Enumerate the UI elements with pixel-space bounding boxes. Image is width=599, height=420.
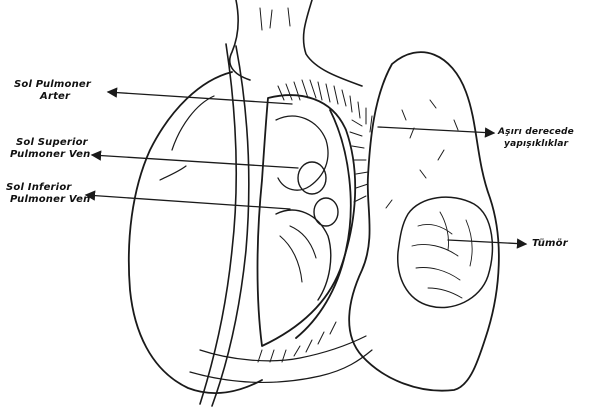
- label-left-pulmonary-artery: Sol Pulmoner Arter: [14, 79, 91, 103]
- arrow-left-superior-pulmonary-vein: [92, 155, 298, 168]
- arrow-left-pulmonary-artery: [108, 92, 292, 104]
- label-adhesions: Aşırı derecede yapışıklıklar: [498, 126, 574, 150]
- trachea-drawing: [230, 0, 362, 86]
- arrow-adhesions: [378, 127, 494, 133]
- left-lung-drawing: [129, 72, 262, 393]
- hilum-drawing: [258, 95, 356, 346]
- label-left-inferior-pulmonary-vein-line2: Pulmoner Ven: [6, 194, 90, 206]
- label-tumor-line1: Tümör: [532, 238, 568, 250]
- label-tumor: Tümör: [532, 238, 568, 250]
- right-lung-drawing: [349, 52, 499, 391]
- label-adhesions-line1: Aşırı derecede: [498, 126, 574, 138]
- label-left-inferior-pulmonary-vein: Sol Inferior Pulmoner Ven: [6, 182, 90, 206]
- label-left-inferior-pulmonary-vein-line1: Sol Inferior: [6, 182, 90, 194]
- label-left-superior-pulmonary-vein: Sol Superior Pulmoner Ven: [10, 137, 90, 161]
- label-left-superior-pulmonary-vein-line2: Pulmoner Ven: [10, 149, 90, 161]
- label-adhesions-line2: yapışıklıklar: [498, 138, 574, 150]
- label-left-pulmonary-artery-line1: Sol Pulmoner: [14, 79, 91, 91]
- tumor-drawing: [398, 197, 493, 307]
- label-left-pulmonary-artery-line2: Arter: [14, 91, 91, 103]
- label-left-superior-pulmonary-vein-line1: Sol Superior: [10, 137, 90, 149]
- arrow-tumor: [448, 240, 526, 244]
